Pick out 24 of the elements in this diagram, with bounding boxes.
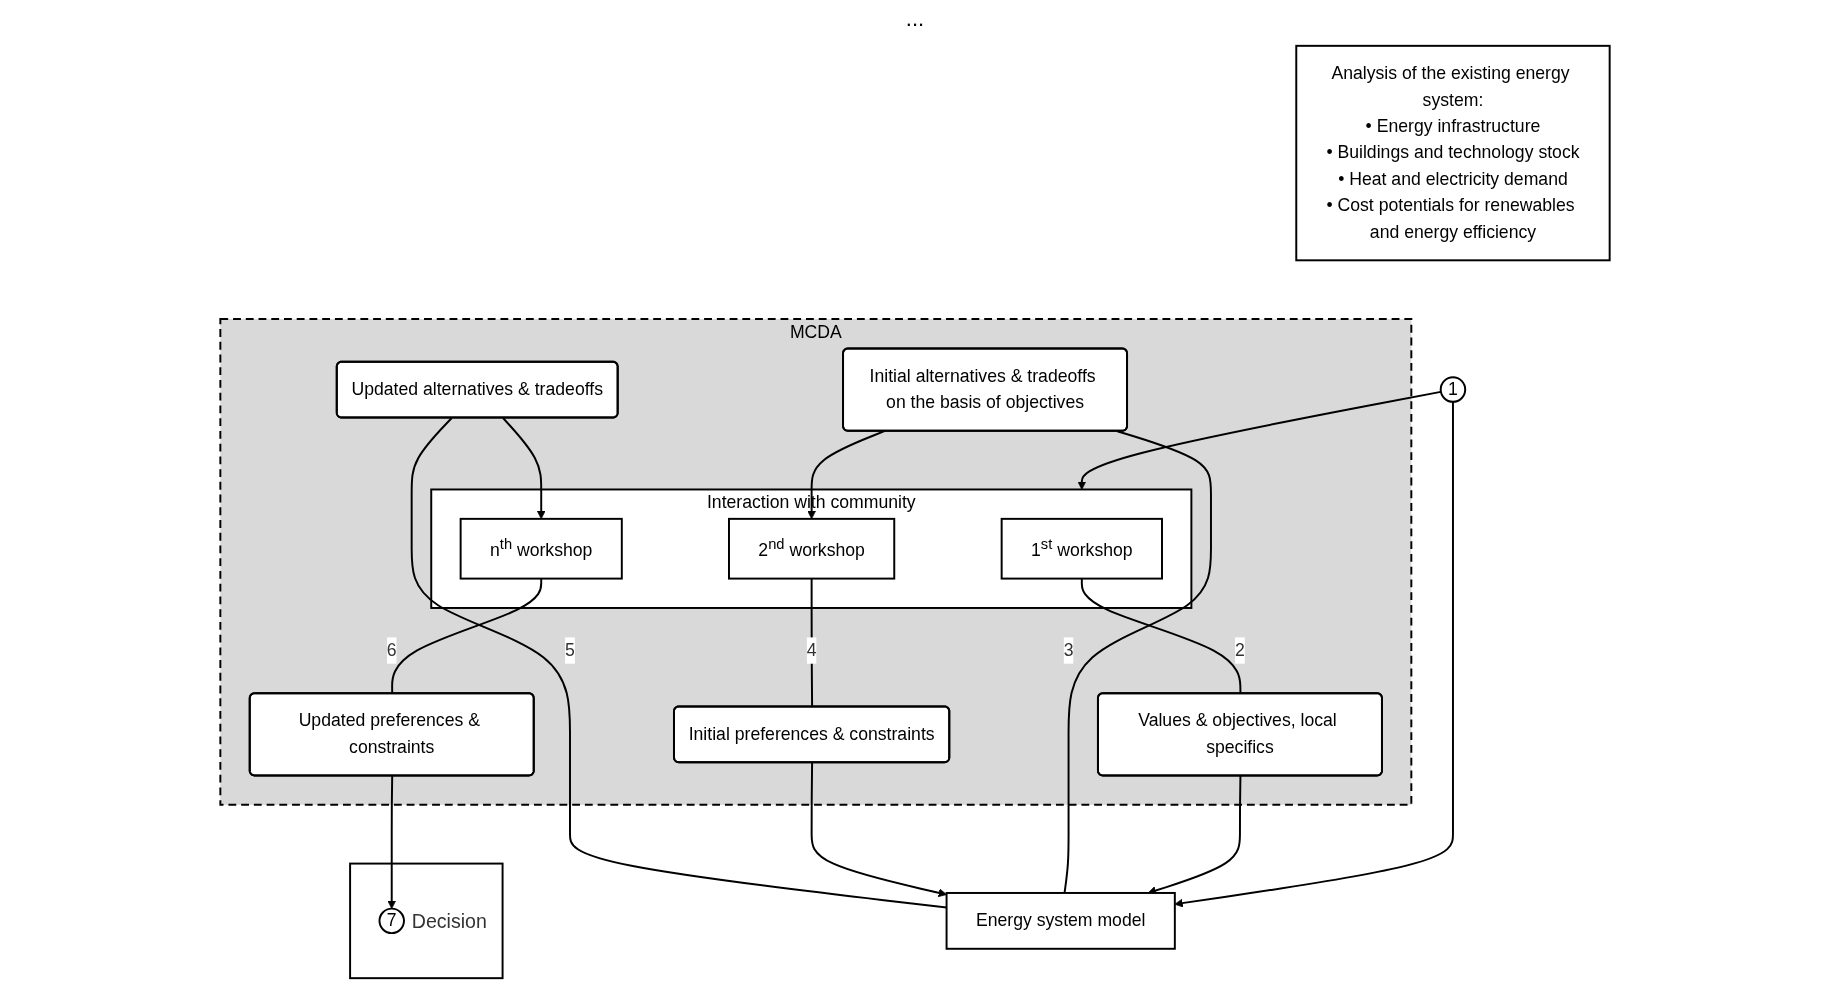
cluster [349,862,504,980]
arrow [810,761,947,898]
node-circle: 1 [1439,376,1467,403]
node-box: Analysis of the existing energy system: • Energy infrastructure • Buildings and technology stock • Heat and electricity demand • Cost potentials for renewables and energy efficiency [1295,44,1611,262]
connector [1080,577,1242,695]
arrow [502,417,546,520]
edge-label: 6 [386,640,397,660]
connector [391,577,543,695]
arrow [807,430,886,520]
edge-label: 3 [1063,640,1074,660]
node-box: n$^{th}$ workshop [459,517,623,580]
edge-label: 2 [1235,640,1245,660]
connector [1063,430,1212,894]
node-circle: 7 [378,907,405,935]
decision-text: Decision [411,909,487,932]
edge-label: 5 [565,640,575,660]
edge-label: 4 [806,640,817,660]
node-box: Energy system model [945,892,1176,950]
ellipsis-text: ... [905,6,925,31]
node-box: 2$^{nd}$ workshop [728,517,896,580]
arrow [387,774,397,909]
arrow [1077,390,1442,490]
node-box: 1$^{st}$ workshop [1000,517,1163,580]
arrow [1174,400,1454,908]
